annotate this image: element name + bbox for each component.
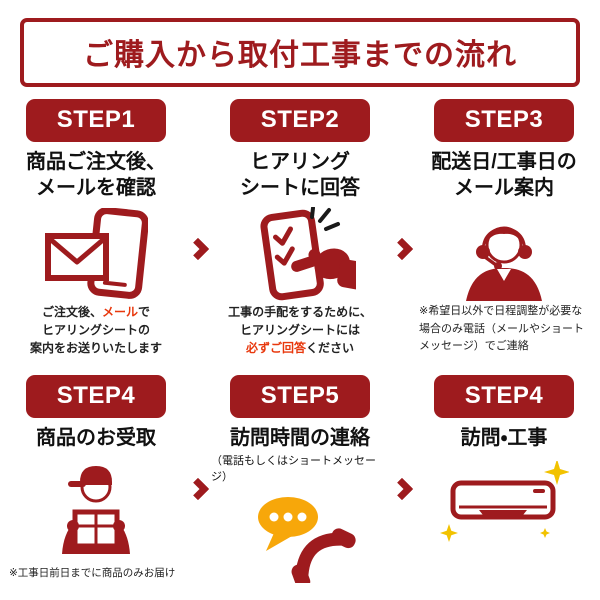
step-1-badge: STEP1 (26, 99, 166, 142)
step-2-badge: STEP2 (230, 99, 370, 142)
step-2-heading: ヒアリング シートに回答 (240, 151, 360, 199)
mail-phone-icon (44, 205, 148, 303)
delivery-person-box-icon (46, 455, 146, 554)
desc-text: ご注文後、 (41, 305, 102, 319)
desc-highlight: メール (101, 305, 138, 319)
step-1: STEP1 商品ご注文後、 メールを確認 ご注文後、メールで ヒアリングシートの… (7, 99, 185, 357)
page-title: ご購入から取付工事までの流れ (20, 18, 580, 87)
step-3-description: ※希望日以外で日程調整が必要な場合のみ電話（メールやショートメッセージ）でご連絡 (419, 305, 584, 353)
steps-row-2: STEP4 商品のお受取 ※工事日前日までに商品のみお届け STEP (0, 375, 600, 586)
step-5-heading: 訪問時間の連絡 (230, 427, 370, 449)
step-1-description: ご注文後、メールで ヒアリングシートの 案内をお送りいたします (30, 303, 162, 357)
page-title-text: ご購入から取付工事までの流れ (83, 39, 517, 72)
arrow-right-icon (389, 477, 415, 501)
desc-text: 工事の手配をするために、 ヒアリングシートには (228, 305, 372, 337)
arrow-right-icon (389, 237, 415, 261)
step-4-badge: STEP4 (26, 375, 166, 418)
step-5-subheading: （電話もしくはショートメッセージ） (211, 455, 376, 483)
step-4: STEP4 商品のお受取 ※工事日前日までに商品のみお届け (7, 375, 185, 580)
step-6-heading: 訪問・工事 (460, 427, 548, 449)
step-3: STEP3 配送日/工事日の メール案内 ※希望日以外で日程調整が必要な場合のみ… (415, 99, 593, 356)
desc-highlight: 必ずご回答 (245, 341, 306, 355)
arrow-right-icon (185, 237, 211, 261)
step-4-heading: 商品のお受取 (36, 427, 156, 449)
step-1-heading: 商品ご注文後、 メールを確認 (26, 151, 166, 199)
step-3-badge: STEP3 (434, 99, 574, 142)
arrow-right-icon (185, 477, 211, 501)
step-5-badge: STEP5 (230, 375, 370, 418)
step-5: STEP5 訪問時間の連絡 （電話もしくはショートメッセージ） (211, 375, 389, 586)
steps-row-1: STEP1 商品ご注文後、 メールを確認 ご注文後、メールで ヒアリングシートの… (0, 99, 600, 357)
step-4-footnote: ※工事日前日までに商品のみお届け (9, 567, 176, 579)
tap-checklist-phone-icon (244, 205, 356, 303)
desc-text: で ヒアリングシートの 案内をお送りいたします (29, 305, 162, 355)
step-3-heading: 配送日/工事日の メール案内 (431, 151, 577, 199)
step-6: STEP4 訪問・工事 (415, 375, 593, 553)
call-center-operator-icon (454, 205, 554, 303)
desc-text: ください (306, 341, 355, 355)
air-conditioner-sparkle-icon (439, 455, 569, 553)
chat-bubble-telephone-icon (244, 488, 356, 586)
step-2-description: 工事の手配をするために、 ヒアリングシートには 必ずご回答ください (228, 303, 372, 357)
step-2: STEP2 ヒアリング シートに回答 (211, 99, 389, 357)
step-6-badge: STEP4 (434, 375, 574, 418)
